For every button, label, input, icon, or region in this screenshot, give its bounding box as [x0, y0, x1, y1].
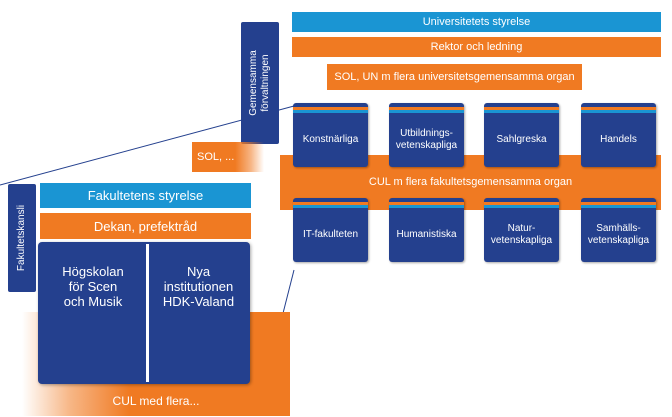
- faculty-box-naturvetenskapliga: Natur- vetenskapliga: [484, 198, 559, 262]
- faculty-box-sahlgrenska: Sahlgreska: [484, 103, 559, 167]
- faculty-box-konstnarliga: Konstnärliga: [293, 103, 368, 167]
- department-divider: [146, 244, 149, 382]
- sol-fragment-bar: SOL, ...: [192, 142, 264, 172]
- faculty-box-utbildningsvetenskapliga: Utbildnings- vetenskapliga: [389, 103, 464, 167]
- department-box-hsm: Högskolan för Scen och Musik: [40, 244, 146, 382]
- rector-leadership-bar: Rektor och ledning: [292, 37, 661, 57]
- department-box-hdk-valand: Nya institutionen HDK-Valand: [149, 244, 248, 382]
- faculty-box-handels: Handels: [581, 103, 656, 167]
- dean-council-bar: Dekan, prefektråd: [40, 213, 251, 239]
- faculty-box-humanistiska: Humanistiska: [389, 198, 464, 262]
- faculty-box-it-fakulteten: IT-fakulteten: [293, 198, 368, 262]
- faculty-box-samhallsvetenskapliga: Samhälls- vetenskapliga: [581, 198, 656, 262]
- shared-bodies-bar: SOL, UN m flera universitetsgemensamma o…: [327, 64, 582, 90]
- gemensamma-forvaltningen-label: Gemensamma förvaltningen: [241, 22, 279, 144]
- faculty-board-bar: Fakultetens styrelse: [40, 183, 251, 208]
- fakultetskansli-label: Fakultetskansli: [8, 184, 36, 292]
- university-board-bar: Universitetets styrelse: [292, 12, 661, 32]
